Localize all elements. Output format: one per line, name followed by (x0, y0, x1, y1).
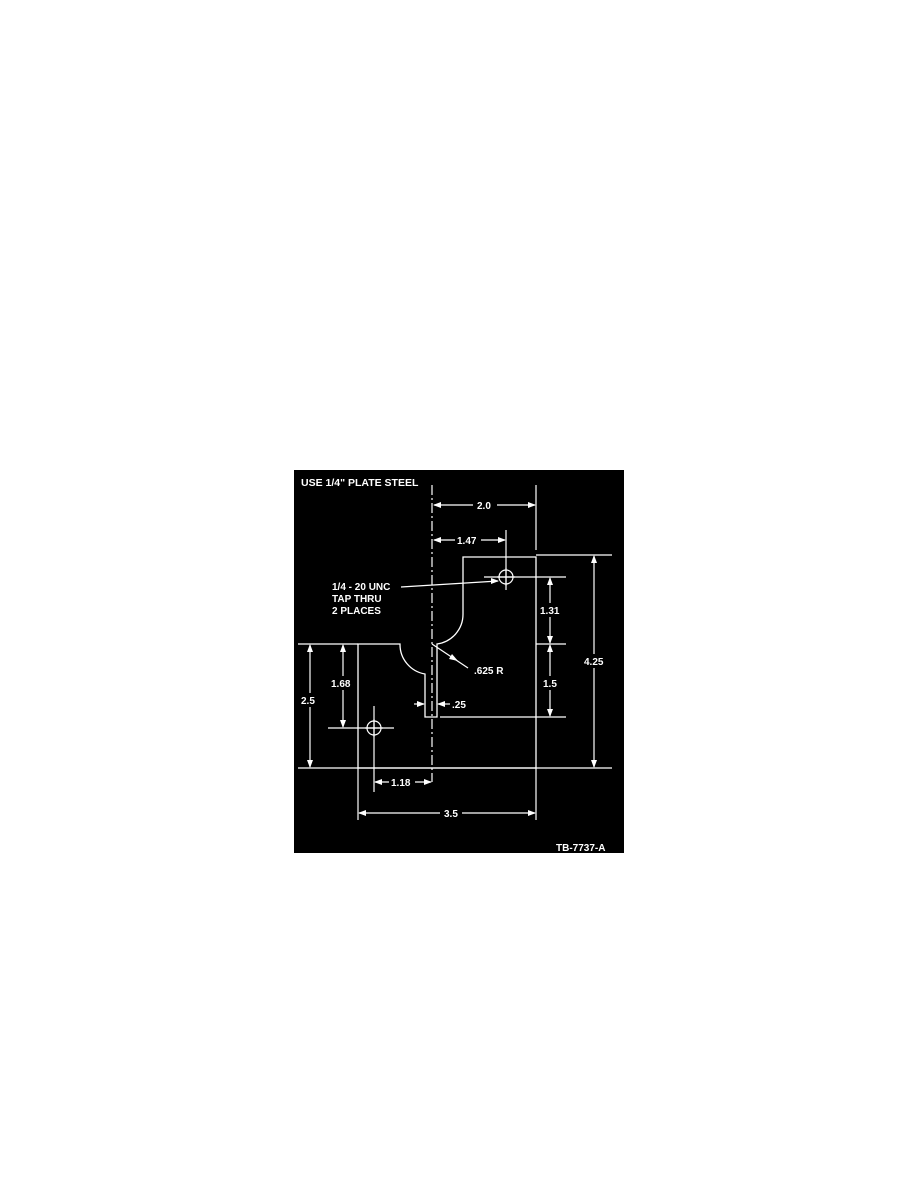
tap-hole-bottom (365, 719, 383, 737)
dim-label-slot-width: .25 (452, 700, 466, 711)
drawing-panel: USE 1/4" PLATE STEEL 2.0 1.47 (294, 470, 624, 853)
tap-note-line2: TAP THRU (332, 594, 382, 605)
part-drawing: USE 1/4" PLATE STEEL 2.0 1.47 (298, 477, 612, 853)
dim-slot-width: .25 (414, 700, 466, 711)
tap-note-line3: 2 PLACES (332, 606, 381, 617)
dim-top-width: 2.0 (433, 498, 536, 512)
dim-overall-width: 3.5 (358, 806, 536, 820)
dim-label-overall-width: 3.5 (444, 809, 458, 820)
drawing-title: USE 1/4" PLATE STEEL (301, 477, 419, 489)
radius-callout: .625 R (431, 643, 504, 677)
dim-overall-height: 4.25 (582, 555, 608, 768)
dim-hole-from-center-top: 1.47 (433, 533, 506, 547)
tap-callout: 1/4 - 20 UNC TAP THRU 2 PLACES (332, 578, 499, 617)
dim-hole-from-step: 1.31 (538, 577, 564, 644)
dim-label-hole-from-step: 1.31 (540, 606, 560, 617)
dim-label-top-width: 2.0 (477, 501, 491, 512)
dim-hole-height-left: 1.68 (330, 644, 356, 728)
tap-note-line1: 1/4 - 20 UNC (332, 582, 390, 593)
dim-step-height: 1.5 (540, 644, 562, 717)
dim-label-hole-from-center-bottom: 1.18 (391, 778, 411, 789)
tap-hole-top (497, 568, 515, 586)
dim-hole-from-center-bottom: 1.18 (374, 775, 432, 789)
part-outline (357, 556, 537, 769)
dim-label-overall-height: 4.25 (584, 657, 604, 668)
figure-id: TB-7737-A (556, 843, 605, 853)
dim-label-lower-height: 2.5 (301, 696, 315, 707)
radius-label: .625 R (474, 666, 504, 677)
dim-label-step-height: 1.5 (543, 679, 557, 690)
dim-lower-height: 2.5 (299, 644, 321, 768)
dim-label-hole-from-center-top: 1.47 (457, 536, 477, 547)
dim-label-hole-height-left: 1.68 (331, 679, 351, 690)
